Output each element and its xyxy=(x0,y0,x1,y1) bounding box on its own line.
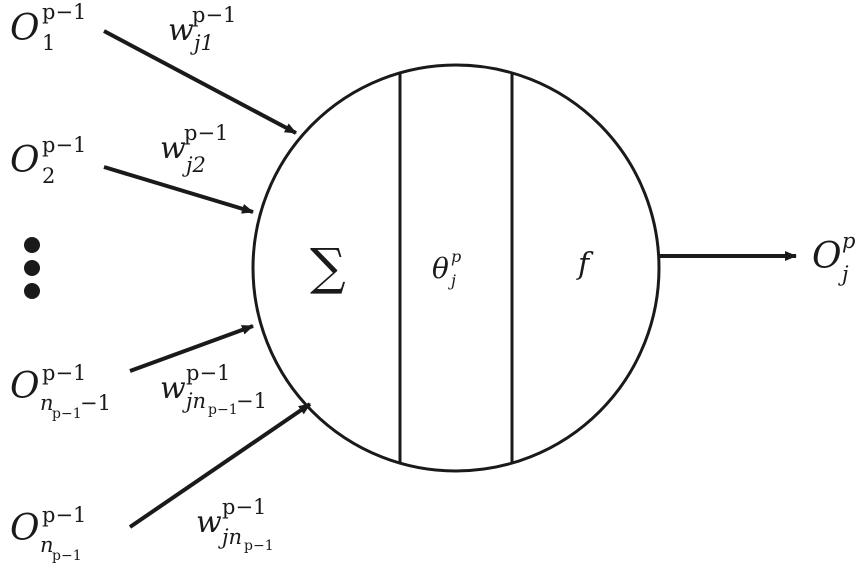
weight-label-4: w p−1 jn p−1 xyxy=(196,495,274,554)
input-label-3: O p−1 n p−1 −1 xyxy=(10,361,111,422)
neuron-circle xyxy=(251,63,661,473)
svg-text:O: O xyxy=(10,366,40,407)
svg-text:2: 2 xyxy=(42,164,55,188)
ellipsis-dot-3 xyxy=(24,283,40,299)
svg-text:p: p xyxy=(451,247,461,266)
weight-label-2: w p−1 j2 xyxy=(160,121,228,177)
svg-text:p−1: p−1 xyxy=(52,548,82,564)
threshold-label: θ p j xyxy=(432,247,461,290)
svg-text:O: O xyxy=(10,508,40,549)
svg-text:p−1: p−1 xyxy=(42,0,86,24)
svg-text:w: w xyxy=(160,371,186,406)
svg-text:O: O xyxy=(10,140,40,181)
svg-text:p−1: p−1 xyxy=(42,133,86,157)
svg-text:p−1: p−1 xyxy=(186,361,230,385)
svg-text:p−1: p−1 xyxy=(42,503,86,527)
input-arrow-2 xyxy=(103,165,254,214)
svg-text:jn: jn xyxy=(182,389,206,413)
svg-text:p−1: p−1 xyxy=(42,361,86,385)
svg-text:w: w xyxy=(168,13,194,48)
svg-text:p: p xyxy=(842,229,855,253)
input-arrow-4 xyxy=(128,402,312,529)
svg-text:n: n xyxy=(40,391,54,415)
svg-text:p−1: p−1 xyxy=(184,121,228,145)
weight-label-3: w p−1 jn p−1 −1 xyxy=(160,361,267,418)
weight-label-1: w p−1 j1 xyxy=(168,3,236,55)
svg-text:w: w xyxy=(196,505,222,540)
svg-text:p−1: p−1 xyxy=(192,3,236,27)
svg-text:n: n xyxy=(40,533,54,557)
input-arrow-3 xyxy=(129,324,254,373)
input-label-2: O p−1 2 xyxy=(10,133,86,188)
svg-text:jn: jn xyxy=(218,525,242,549)
input-arrow-1 xyxy=(103,29,297,135)
svg-text:1: 1 xyxy=(42,31,55,55)
svg-text:−1: −1 xyxy=(80,391,111,415)
svg-text:p−1: p−1 xyxy=(52,406,82,422)
svg-text:w: w xyxy=(160,131,186,166)
svg-text:p−1: p−1 xyxy=(244,538,274,554)
svg-text:p−1: p−1 xyxy=(208,402,238,418)
sum-symbol: ∑ xyxy=(310,238,346,296)
ellipsis-dot-2 xyxy=(24,260,40,276)
svg-text:j: j xyxy=(838,262,849,286)
input-label-1: O p−1 1 xyxy=(10,0,86,55)
svg-text:j1: j1 xyxy=(190,31,214,55)
svg-text:p−1: p−1 xyxy=(222,495,266,519)
svg-text:O: O xyxy=(812,236,842,277)
activation-function-label: f xyxy=(576,247,594,282)
svg-text:−1: −1 xyxy=(236,389,267,413)
svg-text:j: j xyxy=(448,271,456,290)
input-label-4: O p−1 n p−1 xyxy=(10,503,86,564)
svg-text:θ: θ xyxy=(432,252,449,285)
output-label: O p j xyxy=(812,229,855,286)
svg-text:O: O xyxy=(10,8,40,49)
ellipsis-dot-1 xyxy=(24,237,40,253)
svg-text:j2: j2 xyxy=(182,153,206,177)
